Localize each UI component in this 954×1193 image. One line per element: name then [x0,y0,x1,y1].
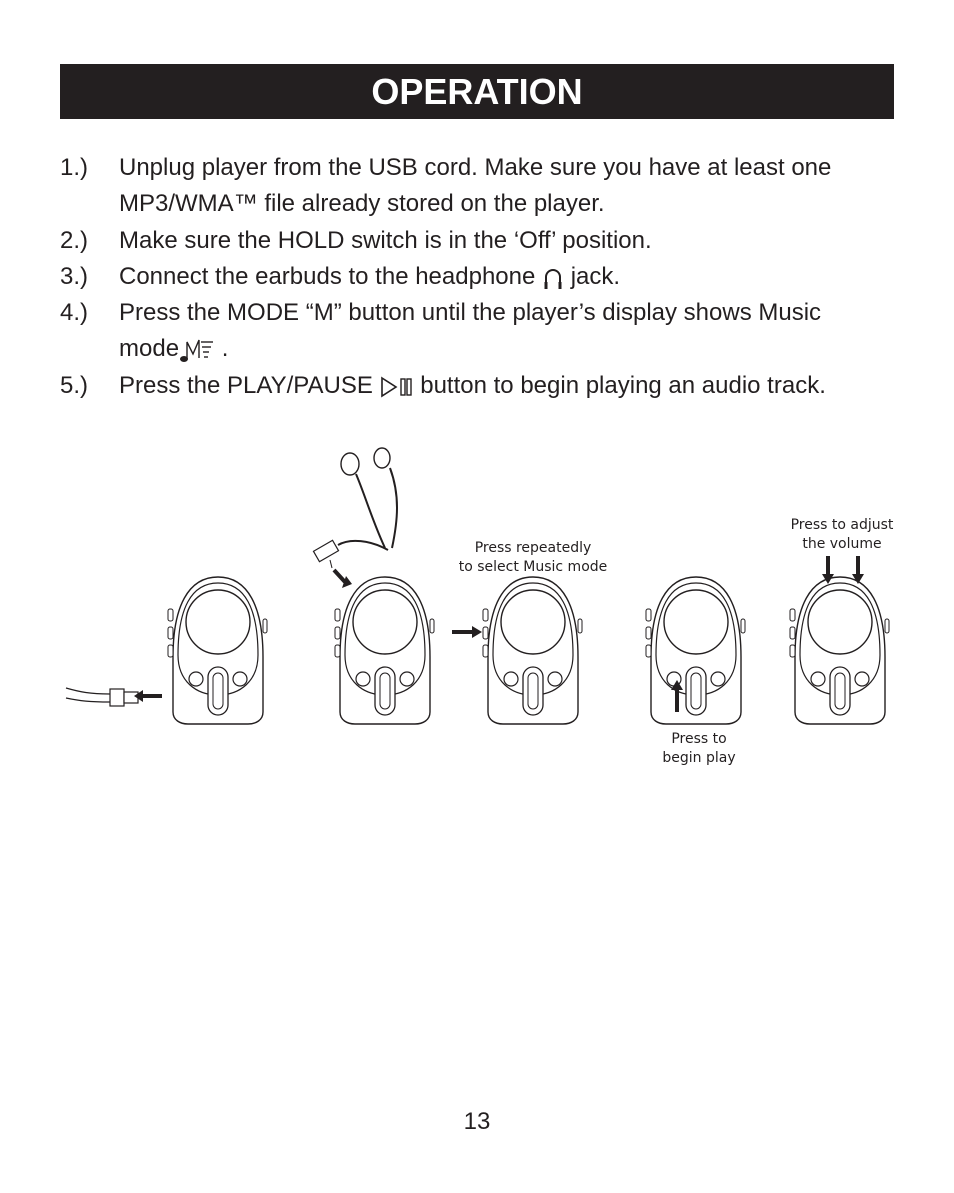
caption-line: Press repeatedly [474,540,592,556]
step-number: 4.) [60,299,89,326]
step-text: Unplug player from the USB cord. Make su… [119,154,832,181]
step-number: 2.) [60,227,89,254]
step-5: 5.) Press the PLAY/PAUSE button to begin… [60,368,900,404]
operation-illustration [65,447,890,725]
caption-adjust-volume: Press to adjust the volume [772,516,912,554]
earbuds [312,447,398,569]
caption-line: to select Music mode [458,559,608,575]
page-title: OPERATION [371,70,583,112]
usb-cable [65,687,139,707]
arrow-icon [822,556,834,584]
page-number: 13 [463,1108,491,1135]
arrow-icon [134,690,162,702]
step-text: button to begin playing an audio track. [420,372,826,399]
step-text: jack. [570,263,621,290]
step-text: . [221,335,229,362]
page-title-bar: OPERATION [60,64,894,119]
step-text: Press the MODE “M” button until the play… [119,299,822,326]
caption-line: Press to [671,731,727,747]
player-illustration [789,576,890,725]
step-1: 1.) Unplug player from the USB cord. Mak… [60,150,900,222]
step-text: Connect the earbuds to the headphone [119,263,536,290]
player-illustration [334,576,435,725]
caption-line: the volume [802,536,882,552]
caption-begin-play: Press to begin play [639,730,759,768]
step-text: Make sure the HOLD switch is in the ‘Off… [119,227,652,254]
step-3: 3.) Connect the earbuds to the headphone… [60,259,900,295]
headphone-icon [544,268,562,289]
play-pause-icon [380,376,412,398]
step-text: MP3/WMA™ file already stored on the play… [119,190,605,217]
step-number: 5.) [60,372,89,399]
step-number: 1.) [60,154,89,181]
arrow-icon [332,568,352,588]
arrow-icon [671,680,683,712]
arrow-icon [452,626,482,638]
step-text: mode [119,335,180,362]
step-4: 4.) Press the MODE “M” button until the … [60,295,900,367]
player-illustration [645,576,746,725]
step-number: 3.) [60,263,89,290]
music-mode-icon [180,339,214,362]
arrow-icon [852,556,864,584]
step-text: Press the PLAY/PAUSE [119,372,373,399]
caption-line: begin play [662,750,736,766]
step-2: 2.) Make sure the HOLD switch is in the … [60,223,900,259]
caption-line: Press to adjust [790,517,894,533]
player-illustration [482,576,583,725]
player-illustration [167,576,268,725]
caption-select-music: Press repeatedly to select Music mode [453,539,613,577]
